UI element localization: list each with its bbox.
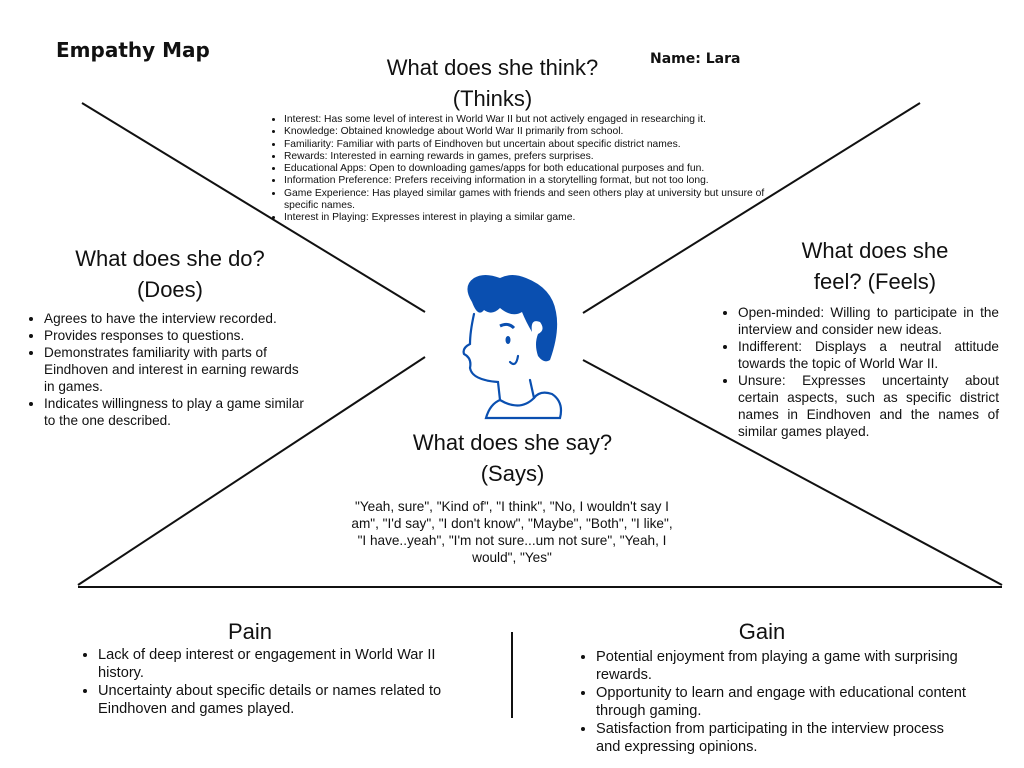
does-heading-line2: (Does): [136, 277, 203, 302]
does-item: Agrees to have the interview recorded.: [44, 310, 313, 327]
does-list: Agrees to have the interview recorded.Pr…: [28, 310, 313, 429]
gain-item: Opportunity to learn and engage with edu…: [596, 684, 970, 720]
pain-list: Lack of deep interest or engagement in W…: [82, 646, 452, 718]
divider-bottom-left: [77, 356, 426, 586]
feels-item: Open-minded: Willing to participate in t…: [738, 304, 999, 338]
thinks-heading-line2: (Thinks): [452, 86, 533, 111]
does-item: Provides responses to questions.: [44, 327, 313, 344]
pain-item: Uncertainty about specific details or na…: [98, 682, 452, 718]
gain-item: Potential enjoyment from playing a game …: [596, 648, 970, 684]
feels-heading: What does she feel? (Feels): [760, 235, 990, 297]
persona-name: Name: Lara: [650, 51, 741, 67]
does-item: Demonstrates familiarity with parts of E…: [44, 344, 313, 395]
says-heading-line2: (Says): [480, 461, 545, 486]
pain-heading: Pain: [227, 619, 273, 644]
thinks-heading-line1: What does she think?: [386, 55, 599, 80]
thinks-item: Game Experience: Has played similar game…: [284, 188, 772, 213]
gain-item: Satisfaction from participating in the i…: [596, 720, 970, 756]
feels-list: Open-minded: Willing to participate in t…: [722, 304, 999, 440]
feels-heading-line2: feel? (Feels): [813, 269, 937, 294]
thinks-item: Interest: Has some level of interest in …: [284, 114, 772, 126]
says-quotes: "Yeah, sure", "Kind of", "I think", "No,…: [351, 499, 673, 565]
does-heading: What does she do? (Does): [40, 243, 300, 305]
divider-bottom-right: [582, 359, 1003, 586]
pain-item: Lack of deep interest or engagement in W…: [98, 646, 452, 682]
thinks-heading: What does she think? (Thinks): [360, 52, 625, 114]
gain-heading: Gain: [738, 619, 786, 644]
says-heading: What does she say? (Says): [390, 427, 635, 489]
does-heading-line1: What does she do?: [75, 246, 265, 271]
thinks-item: Educational Apps: Open to downloading ga…: [284, 163, 772, 175]
thinks-item: Rewards: Interested in earning rewards i…: [284, 151, 772, 163]
page-title: Empathy Map: [56, 38, 210, 62]
thinks-item: Familiarity: Familiar with parts of Eind…: [284, 139, 772, 151]
divider-top-right: [582, 102, 921, 314]
says-heading-line1: What does she say?: [412, 430, 613, 455]
thinks-item: Interest in Playing: Expresses interest …: [284, 212, 772, 224]
thinks-item: Knowledge: Obtained knowledge about Worl…: [284, 126, 772, 138]
divider-top-left: [81, 102, 426, 313]
feels-heading-line1: What does she: [801, 238, 949, 263]
feels-item: Indifferent: Displays a neutral attitude…: [738, 338, 999, 372]
feels-item: Unsure: Expresses uncertainty about cert…: [738, 372, 999, 440]
gain-list: Potential enjoyment from playing a game …: [580, 648, 970, 756]
thinks-list: Interest: Has some level of interest in …: [272, 114, 772, 225]
persona-avatar-icon: [462, 275, 563, 420]
does-item: Indicates willingness to play a game sim…: [44, 395, 313, 429]
thinks-item: Information Preference: Prefers receivin…: [284, 175, 772, 187]
